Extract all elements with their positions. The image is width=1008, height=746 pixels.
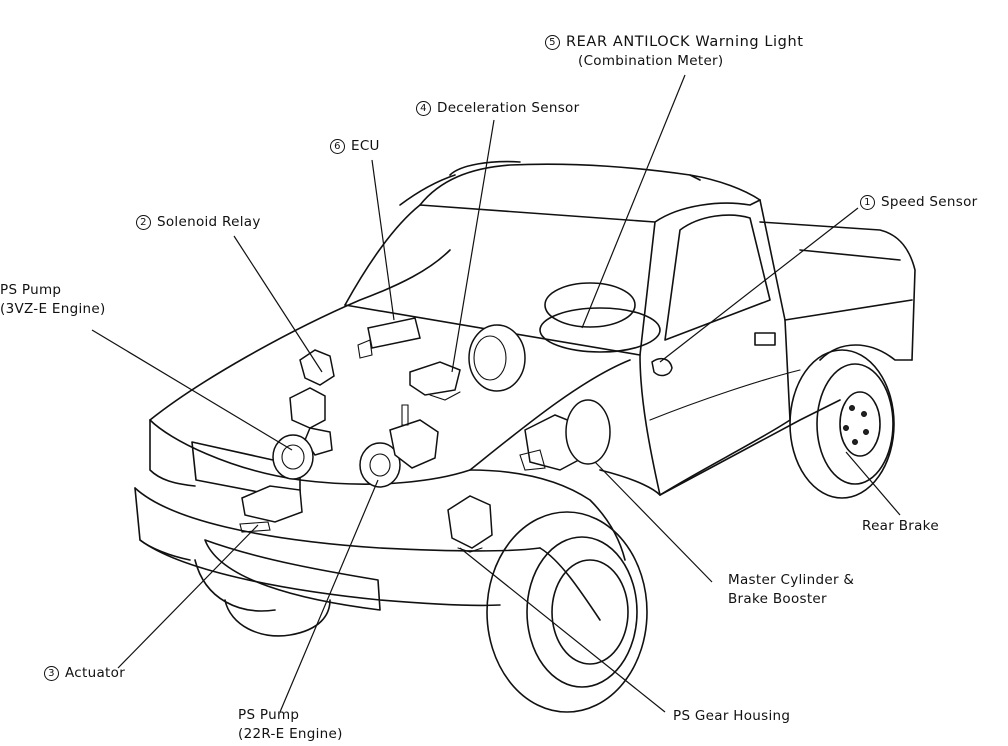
dash-drum: [468, 324, 526, 392]
ps-pump-3vz-component: [272, 387, 333, 480]
ps-gear-housing-component: [447, 495, 493, 553]
actuator-component: [239, 485, 303, 533]
solenoid-relay-label: 2 Solenoid Relay: [136, 213, 261, 232]
rear-brake-text: Rear Brake: [862, 518, 939, 534]
ps-gear-housing-text: PS Gear Housing: [673, 708, 791, 724]
ps-pump-22r-label: PS Pump (22R-E Engine): [238, 706, 343, 744]
rear-brake-label: Rear Brake: [862, 517, 939, 536]
master-cylinder-component: [519, 399, 611, 471]
ps-pump-3vz-line1: PS Pump: [0, 282, 62, 298]
speed-sensor-text: Speed Sensor: [881, 194, 978, 210]
callout-number-2: 2: [136, 215, 151, 230]
rear-antilock-line2: (Combination Meter): [578, 53, 724, 69]
callout-number-6: 6: [330, 139, 345, 154]
ps-pump-22r-line1: PS Pump: [238, 707, 300, 723]
front-left-wheel: [224, 599, 331, 637]
ps-gear-housing-label: PS Gear Housing: [673, 707, 790, 726]
master-cylinder-line1: Master Cylinder &: [728, 572, 855, 588]
speed-sensor-component: [651, 357, 673, 377]
solenoid-relay-component: [299, 349, 335, 386]
front-right-wheel: [486, 511, 648, 713]
ecu-label: 6 ECU: [330, 137, 380, 156]
ecu-component: [357, 317, 421, 359]
callout-number-5: 5: [545, 35, 560, 50]
actuator-text: Actuator: [65, 665, 126, 681]
callout-number-3: 3: [44, 666, 59, 681]
solenoid-relay-text: Solenoid Relay: [157, 214, 261, 230]
master-cylinder-label: Master Cylinder & Brake Booster: [728, 571, 854, 609]
rear-antilock-warning-light-label: 5 REAR ANTILOCK Warning Light (Combinatio…: [545, 33, 804, 71]
rear-wheel: [789, 349, 895, 499]
deceleration-sensor-label: 4 Deceleration Sensor: [416, 99, 579, 118]
callout-number-4: 4: [416, 101, 431, 116]
master-cylinder-line2: Brake Booster: [728, 591, 827, 607]
ps-pump-22r-line2: (22R-E Engine): [238, 726, 343, 742]
callout-number-1: 1: [860, 195, 875, 210]
steering-wheel: [539, 282, 661, 353]
deceleration-sensor-text: Deceleration Sensor: [437, 100, 580, 116]
ps-pump-3vz-label: PS Pump (3VZ-E Engine): [0, 281, 106, 319]
rear-antilock-line1: REAR ANTILOCK Warning Light: [566, 34, 804, 50]
ps-pump-3vz-line2: (3VZ-E Engine): [0, 301, 106, 317]
deceleration-sensor-component: [409, 361, 461, 401]
speed-sensor-label: 1 Speed Sensor: [860, 193, 978, 212]
truck-outline: [134, 160, 916, 621]
ecu-text: ECU: [351, 138, 380, 154]
leader-lines: [91, 74, 901, 713]
actuator-label: 3 Actuator: [44, 664, 125, 683]
ps-pump-22r-component: [359, 404, 439, 488]
